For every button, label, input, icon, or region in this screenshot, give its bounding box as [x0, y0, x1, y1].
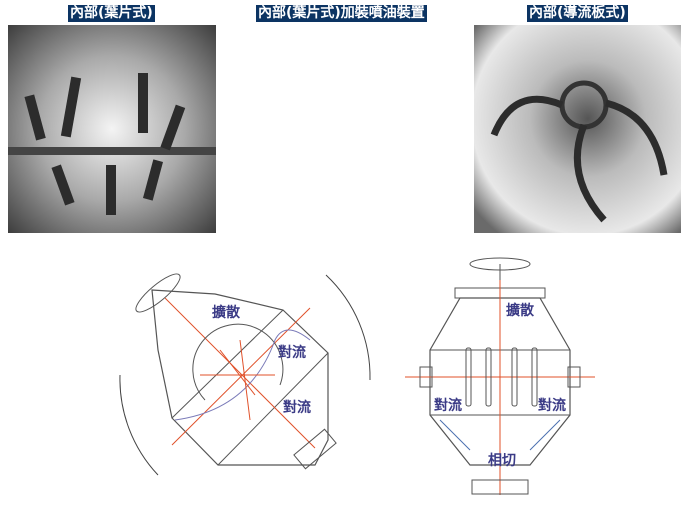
- label-convection-2: 對流: [283, 400, 311, 416]
- header-baffle-interior: 內部(導流板式): [527, 5, 628, 22]
- photo-blade-interior: [8, 25, 216, 233]
- label-convection-right: 對流: [538, 398, 566, 414]
- label-diffusion: 擴散: [212, 305, 240, 321]
- label-convection-1: 對流: [278, 345, 306, 361]
- diagram-upright-mixer: 擴散 對流 對流 相切: [400, 250, 689, 515]
- label-convection-left: 對流: [434, 398, 462, 414]
- header-blade-interior: 內部(葉片式): [68, 5, 155, 22]
- diagram-tilted-mixer: 擴散 對流 對流: [100, 250, 400, 515]
- photo-baffle-interior: [474, 25, 681, 233]
- label-shear: 相切: [488, 453, 516, 469]
- header-blade-with-oil-spray: 內部(葉片式)加裝噴油裝置: [256, 5, 427, 22]
- label-diffusion: 擴散: [506, 303, 534, 319]
